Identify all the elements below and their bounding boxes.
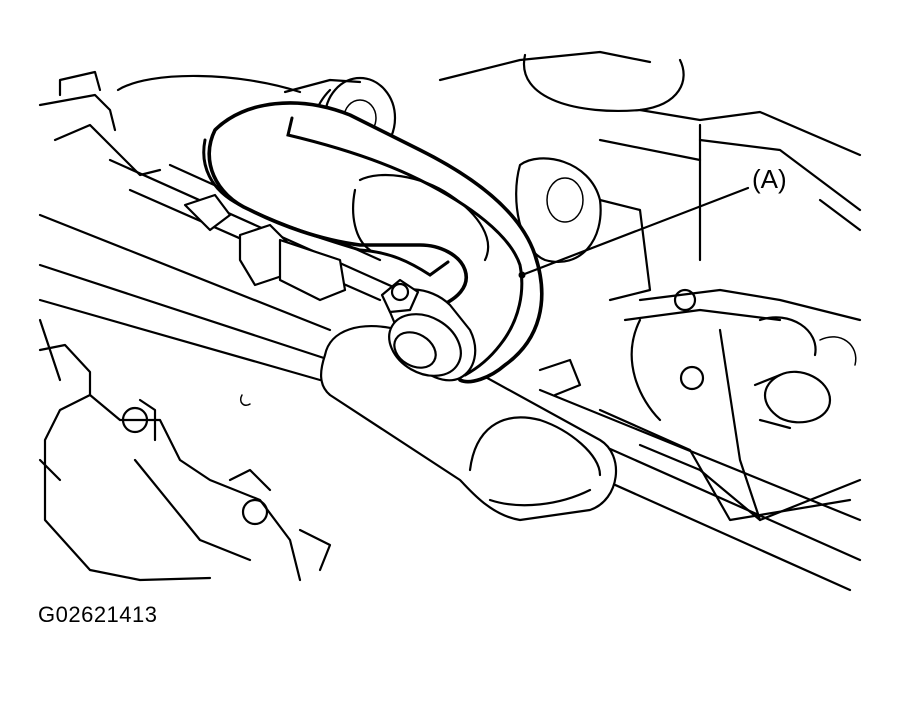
- radiator-tank: [320, 325, 618, 522]
- hose-clamp: [380, 278, 477, 382]
- callout-leader: [518, 186, 750, 279]
- rail-brackets: [183, 193, 582, 397]
- figure-code: G02621413: [38, 602, 158, 627]
- callout-label-a: (A): [752, 164, 787, 194]
- lower-left-housing: [38, 343, 332, 582]
- hose-a: [202, 101, 544, 384]
